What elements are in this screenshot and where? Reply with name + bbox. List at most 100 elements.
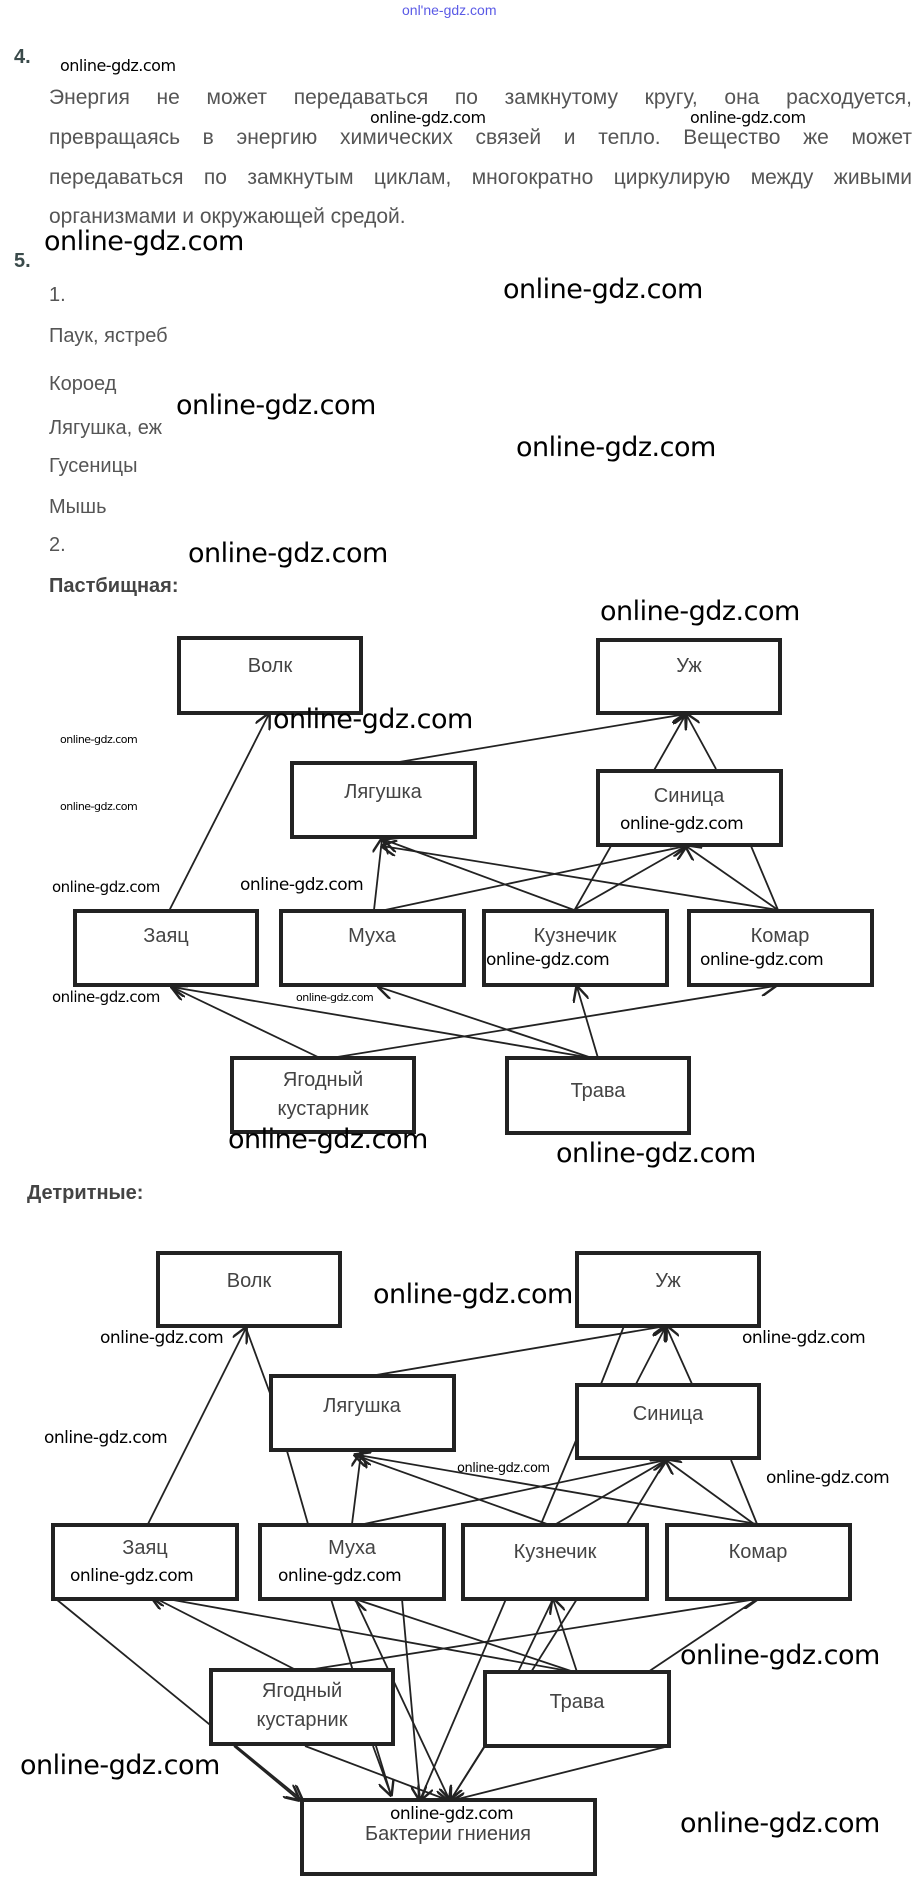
food-chain-arrow: [374, 839, 382, 911]
node-label: Волк: [248, 655, 293, 677]
task-4-line: передаваться по замкнутым циклам, многок…: [49, 166, 912, 189]
task-4-line: организмами и окружающей средой.: [49, 205, 406, 228]
node-tit: Синица: [575, 1383, 761, 1460]
node-mosquito: Комар: [687, 909, 874, 987]
food-chain-arrow: [600, 1325, 625, 1385]
food-chain-arrow: [172, 987, 593, 1059]
watermark: online-gdz.com: [690, 108, 806, 127]
food-chain-arrow: [351, 1453, 361, 1525]
food-chain-arrow: [666, 1326, 693, 1385]
food-chain-arrow: [750, 845, 779, 911]
watermark: online-gdz.com: [390, 1804, 514, 1824]
food-chain-arrow: [450, 1745, 670, 1801]
node-grass-snake: Уж: [575, 1251, 761, 1328]
food-chain-arrow: [384, 846, 686, 911]
list-item: Гусеницы: [49, 455, 138, 477]
node-berry-bush: Ягодный кустарник: [209, 1668, 395, 1746]
watermark: online-gdz.com: [370, 108, 486, 127]
food-chain-arrow: [375, 1326, 666, 1376]
watermark: online-gdz.com: [70, 1566, 194, 1586]
watermark: online-gdz.com: [52, 878, 160, 896]
task-4-line: Энергия не может передаваться по замкнут…: [49, 86, 912, 109]
node-label: Комар: [751, 925, 810, 947]
node-label: Комар: [729, 1541, 788, 1563]
node-mosquito: Комар: [665, 1523, 852, 1601]
node-grass: Трава: [505, 1056, 691, 1135]
watermark: online-gdz.com: [296, 991, 374, 1004]
node-label: Волк: [227, 1270, 272, 1292]
food-chain-arrow: [330, 986, 775, 1059]
node-label: Ягодный: [262, 1680, 342, 1702]
watermark: online-gdz.com: [742, 1328, 866, 1348]
food-chain-arrow: [151, 1596, 575, 1673]
watermark: online-gdz.com: [240, 875, 364, 895]
food-chain-arrow: [363, 1460, 666, 1525]
node-grass-snake: Уж: [596, 638, 782, 715]
node-frog: Лягушка: [269, 1374, 456, 1452]
watermark: online-gdz.com: [60, 733, 138, 746]
node-label: кустарник: [257, 1709, 348, 1731]
node-label: Муха: [328, 1537, 377, 1559]
watermark: online-gdz.com: [228, 1124, 428, 1155]
food-chain-arrow: [379, 987, 593, 1059]
food-chain-arrow: [577, 987, 599, 1059]
watermark: online-gdz.com: [620, 814, 744, 834]
node-label: Кузнечик: [514, 1541, 597, 1563]
watermark: online-gdz.com: [556, 1138, 756, 1169]
node-label: Уж: [676, 655, 702, 677]
food-chain-arrow: [555, 1460, 666, 1525]
watermark: online-gdz.com: [486, 950, 610, 970]
food-chain-arrow: [168, 714, 269, 912]
watermark: online-gdz.com: [516, 432, 716, 463]
watermark: online-gdz.com: [176, 390, 376, 421]
node-label: Лягушка: [344, 781, 422, 803]
food-chain-arrow: [286, 1450, 309, 1525]
node-label: Муха: [348, 925, 397, 947]
watermark: online-gdz.com: [600, 596, 800, 627]
watermark: online-gdz.com: [766, 1468, 890, 1488]
node-wolf: Волк: [177, 636, 363, 715]
node-fly: Муха: [279, 909, 466, 987]
task-5-number: 5.: [14, 250, 31, 272]
food-chain-arrow: [666, 1460, 755, 1525]
food-chain-arrow: [245, 1327, 272, 1397]
grazing-heading: Пастбищная:: [49, 575, 179, 597]
node-tit: Синица: [596, 769, 783, 847]
food-chain-arrow: [147, 1328, 246, 1525]
node-label: Бактерии гниения: [365, 1823, 531, 1845]
node-label: Трава: [571, 1080, 627, 1102]
watermark: online-gdz.com: [273, 704, 473, 735]
node-label: Ягодный: [283, 1069, 363, 1091]
watermark: online-gdz.com: [188, 538, 388, 569]
food-chain-arrow: [517, 1598, 554, 1673]
food-chain-arrow: [358, 1455, 758, 1525]
node-label: Трава: [550, 1691, 606, 1713]
food-chain-arrow: [420, 1598, 507, 1800]
food-chain-arrow: [172, 987, 321, 1059]
food-chain-arrow: [540, 1437, 578, 1525]
node-label: Заяц: [122, 1537, 168, 1559]
node-label: Заяц: [143, 925, 189, 947]
list-item: Лягушка, еж: [49, 417, 162, 439]
node-fly: Муха: [258, 1523, 446, 1601]
watermark: online-gdz.com: [60, 800, 138, 813]
list-item: Короед: [49, 373, 117, 395]
node-grasshopper: Кузнечик: [461, 1523, 649, 1601]
part-2-label: 2.: [49, 534, 66, 556]
food-chain-arrow: [398, 714, 686, 763]
node-wolf: Волк: [156, 1251, 342, 1328]
food-chain-arrow: [55, 1598, 302, 1800]
food-chain-arrow: [355, 1599, 575, 1673]
watermark: online-gdz.com: [373, 1279, 573, 1310]
watermark: online-gdz.com: [44, 1428, 168, 1448]
node-hare: Заяц: [73, 909, 259, 987]
task-4-number: 4.: [14, 46, 31, 68]
food-chain-arrow: [151, 1596, 297, 1671]
node-grasshopper: Кузнечик: [482, 909, 669, 987]
watermark: online-gdz.com: [700, 950, 824, 970]
food-chain-arrow: [686, 714, 717, 770]
watermark: online-gdz.com: [503, 274, 703, 305]
watermark: online-gdz.com: [52, 988, 160, 1006]
node-hare: Заяц: [51, 1523, 239, 1601]
node-label: Кузнечик: [534, 925, 617, 947]
